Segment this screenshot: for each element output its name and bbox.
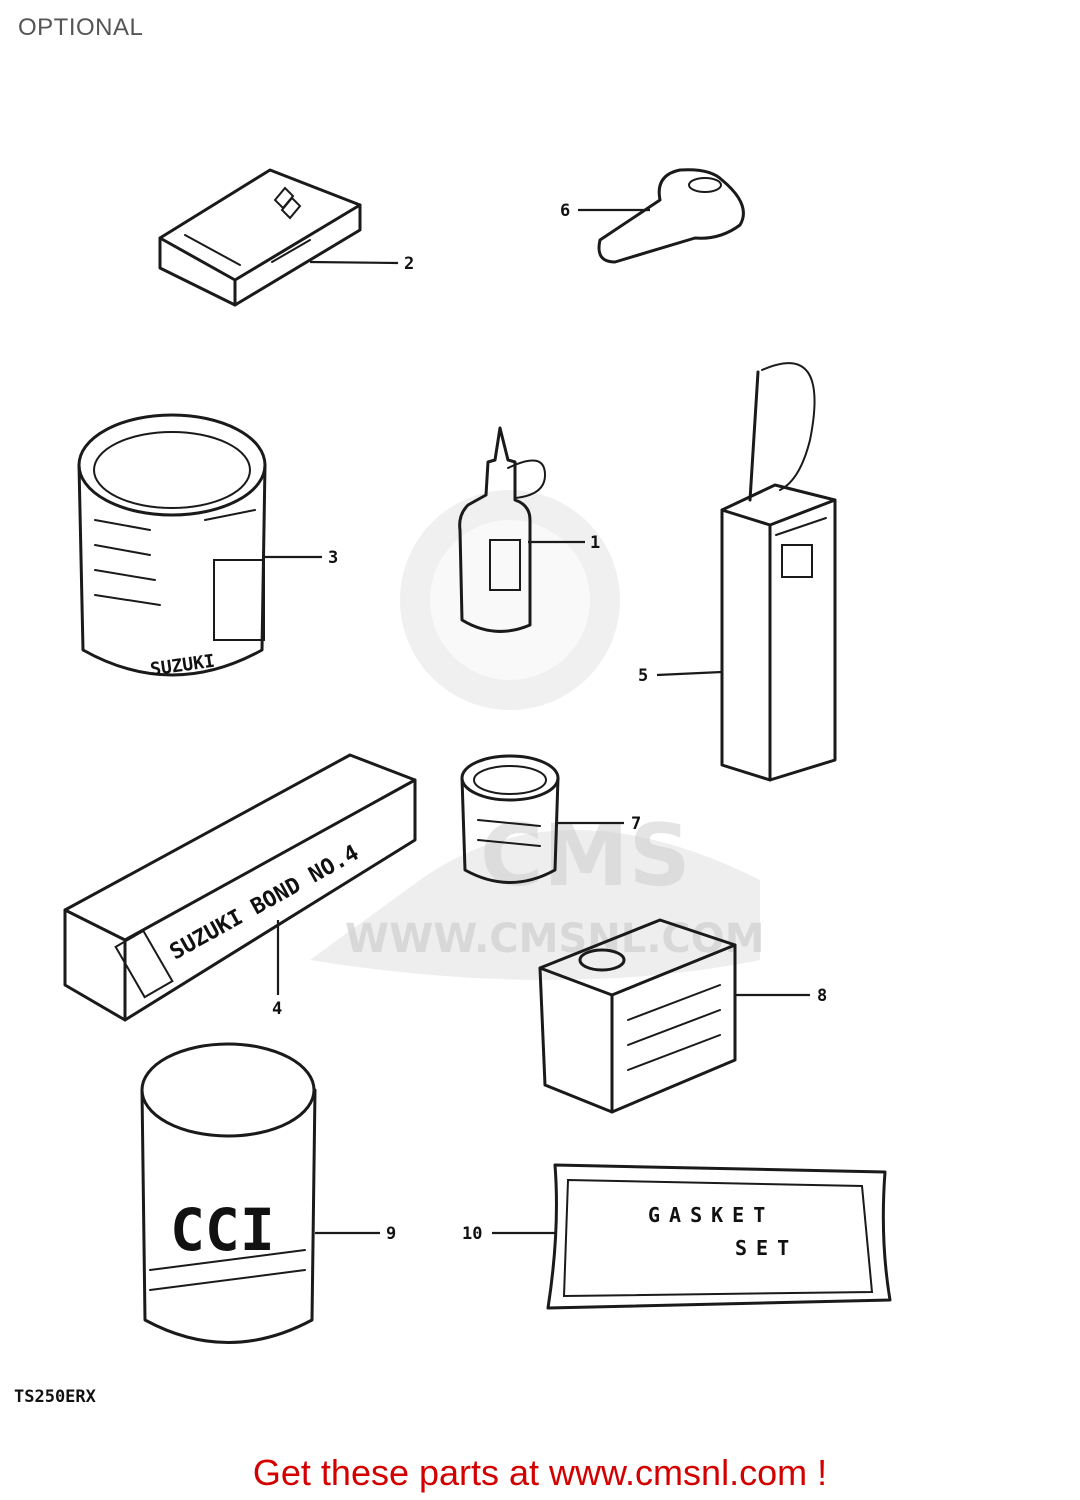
part-10-gasket-set: GASKET SET <box>546 1163 892 1310</box>
gasket-label-line1: GASKET <box>648 1203 774 1227</box>
footer-link[interactable]: Get these parts at www.cmsnl.com ! <box>252 1452 828 1493</box>
cmsnl-watermark: CMS WWW.CMSNL.COM <box>310 490 765 980</box>
part-7-tin <box>460 754 560 884</box>
part-6-key <box>597 168 745 264</box>
page-title: OPTIONAL <box>18 14 144 41</box>
callout-numbers: 1 2 3 4 5 6 7 8 9 10 <box>272 201 827 1244</box>
part-2-box <box>158 168 362 307</box>
callout-5: 5 <box>638 666 648 686</box>
part-3-can: SUZUKI <box>77 413 267 681</box>
callout-10: 10 <box>462 1224 482 1244</box>
callout-8: 8 <box>817 986 827 1006</box>
callout-4: 4 <box>272 999 282 1019</box>
callout-3: 3 <box>328 548 338 568</box>
part-4-long-box: SUZUKI BOND NO.4 <box>63 753 417 1022</box>
model-code: TS250ERX <box>14 1387 97 1407</box>
part-8-square-can <box>538 918 737 1114</box>
part-1-bottle <box>458 426 547 633</box>
part-9-oil-can: CCI <box>140 1042 317 1344</box>
watermark-logo-text: CMS <box>480 806 691 906</box>
callout-9: 9 <box>386 1224 396 1244</box>
callout-1: 1 <box>590 533 600 553</box>
watermark-url-text: WWW.CMSNL.COM <box>345 916 765 962</box>
callout-6: 6 <box>560 201 570 221</box>
can3-side-label: SUZUKI <box>149 651 216 681</box>
part-5-tall-can <box>720 362 837 782</box>
gasket-label-line2: SET <box>735 1236 798 1260</box>
leader-lines <box>265 208 810 1235</box>
callout-2: 2 <box>404 254 414 274</box>
callout-7: 7 <box>631 814 641 834</box>
can9-cci-label: CCI <box>170 1196 275 1264</box>
